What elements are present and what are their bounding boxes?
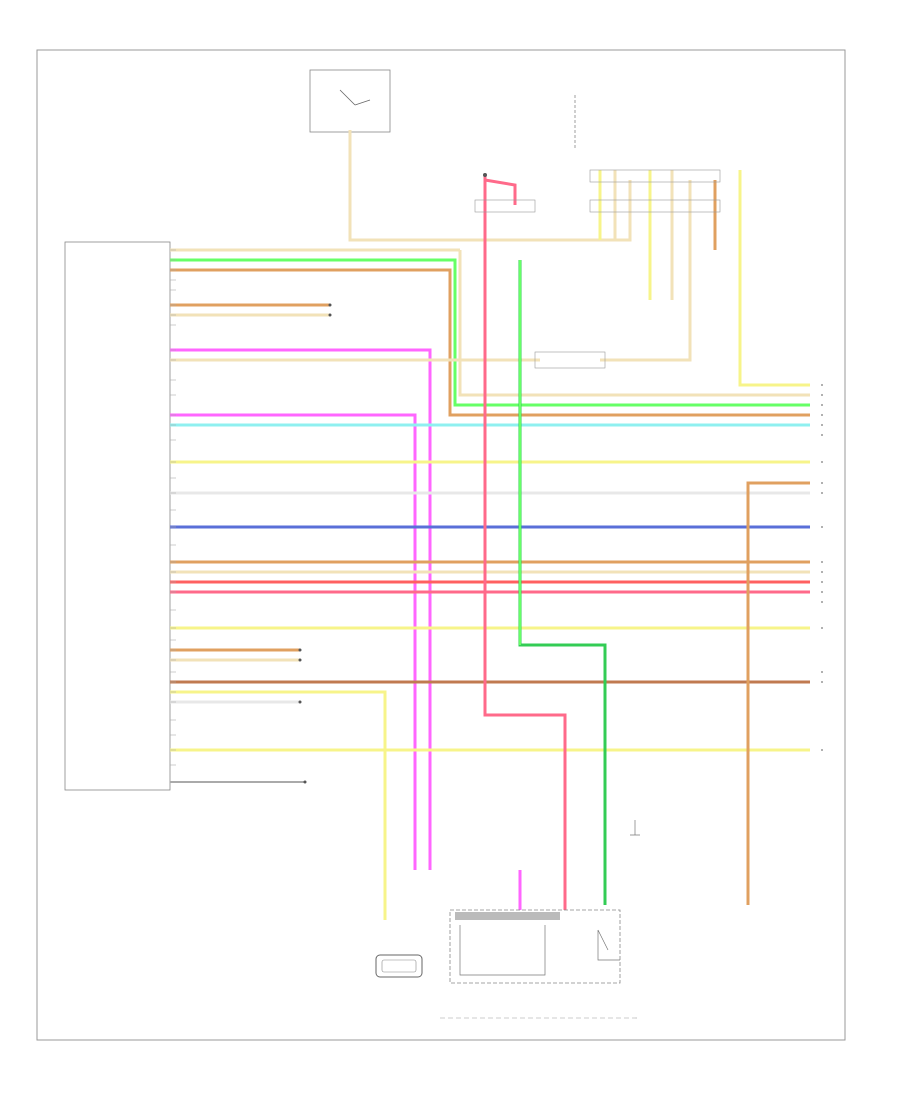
splice-dot [328,303,332,307]
transmission-box [449,909,621,984]
bottom-components [375,820,640,1019]
ground-icon [630,820,640,836]
wire [170,268,810,417]
splice-dot [298,700,302,704]
control-module-box [64,241,171,791]
splice-dot [298,658,302,662]
temp-switch [597,929,620,961]
wire-layer [170,130,810,920]
solenoid-connector [375,954,423,978]
splice-dot [328,313,332,317]
connector-dots [298,173,487,784]
wire [483,175,567,910]
module-pin-ticks [170,249,176,783]
wire [348,130,632,242]
splice-dot [298,648,302,652]
splice-dot [483,173,487,177]
splice-dot [303,780,307,784]
ignition-switch-contact [339,89,371,106]
wire [746,481,810,905]
ignition-switch-box [309,69,391,133]
wire [170,348,432,870]
solenoid-connector-inner [381,959,417,973]
pressure-switch-assembly [459,925,546,976]
wire [484,178,517,205]
wire [170,258,810,407]
wire [170,690,387,920]
wire [738,170,810,387]
wire [170,413,417,870]
top-connectors [474,169,721,369]
wire [458,250,810,397]
wire [600,180,692,362]
right-terminal-pins [821,384,823,751]
transmission-connector-bar [455,912,560,920]
diagram-border [36,49,846,1041]
